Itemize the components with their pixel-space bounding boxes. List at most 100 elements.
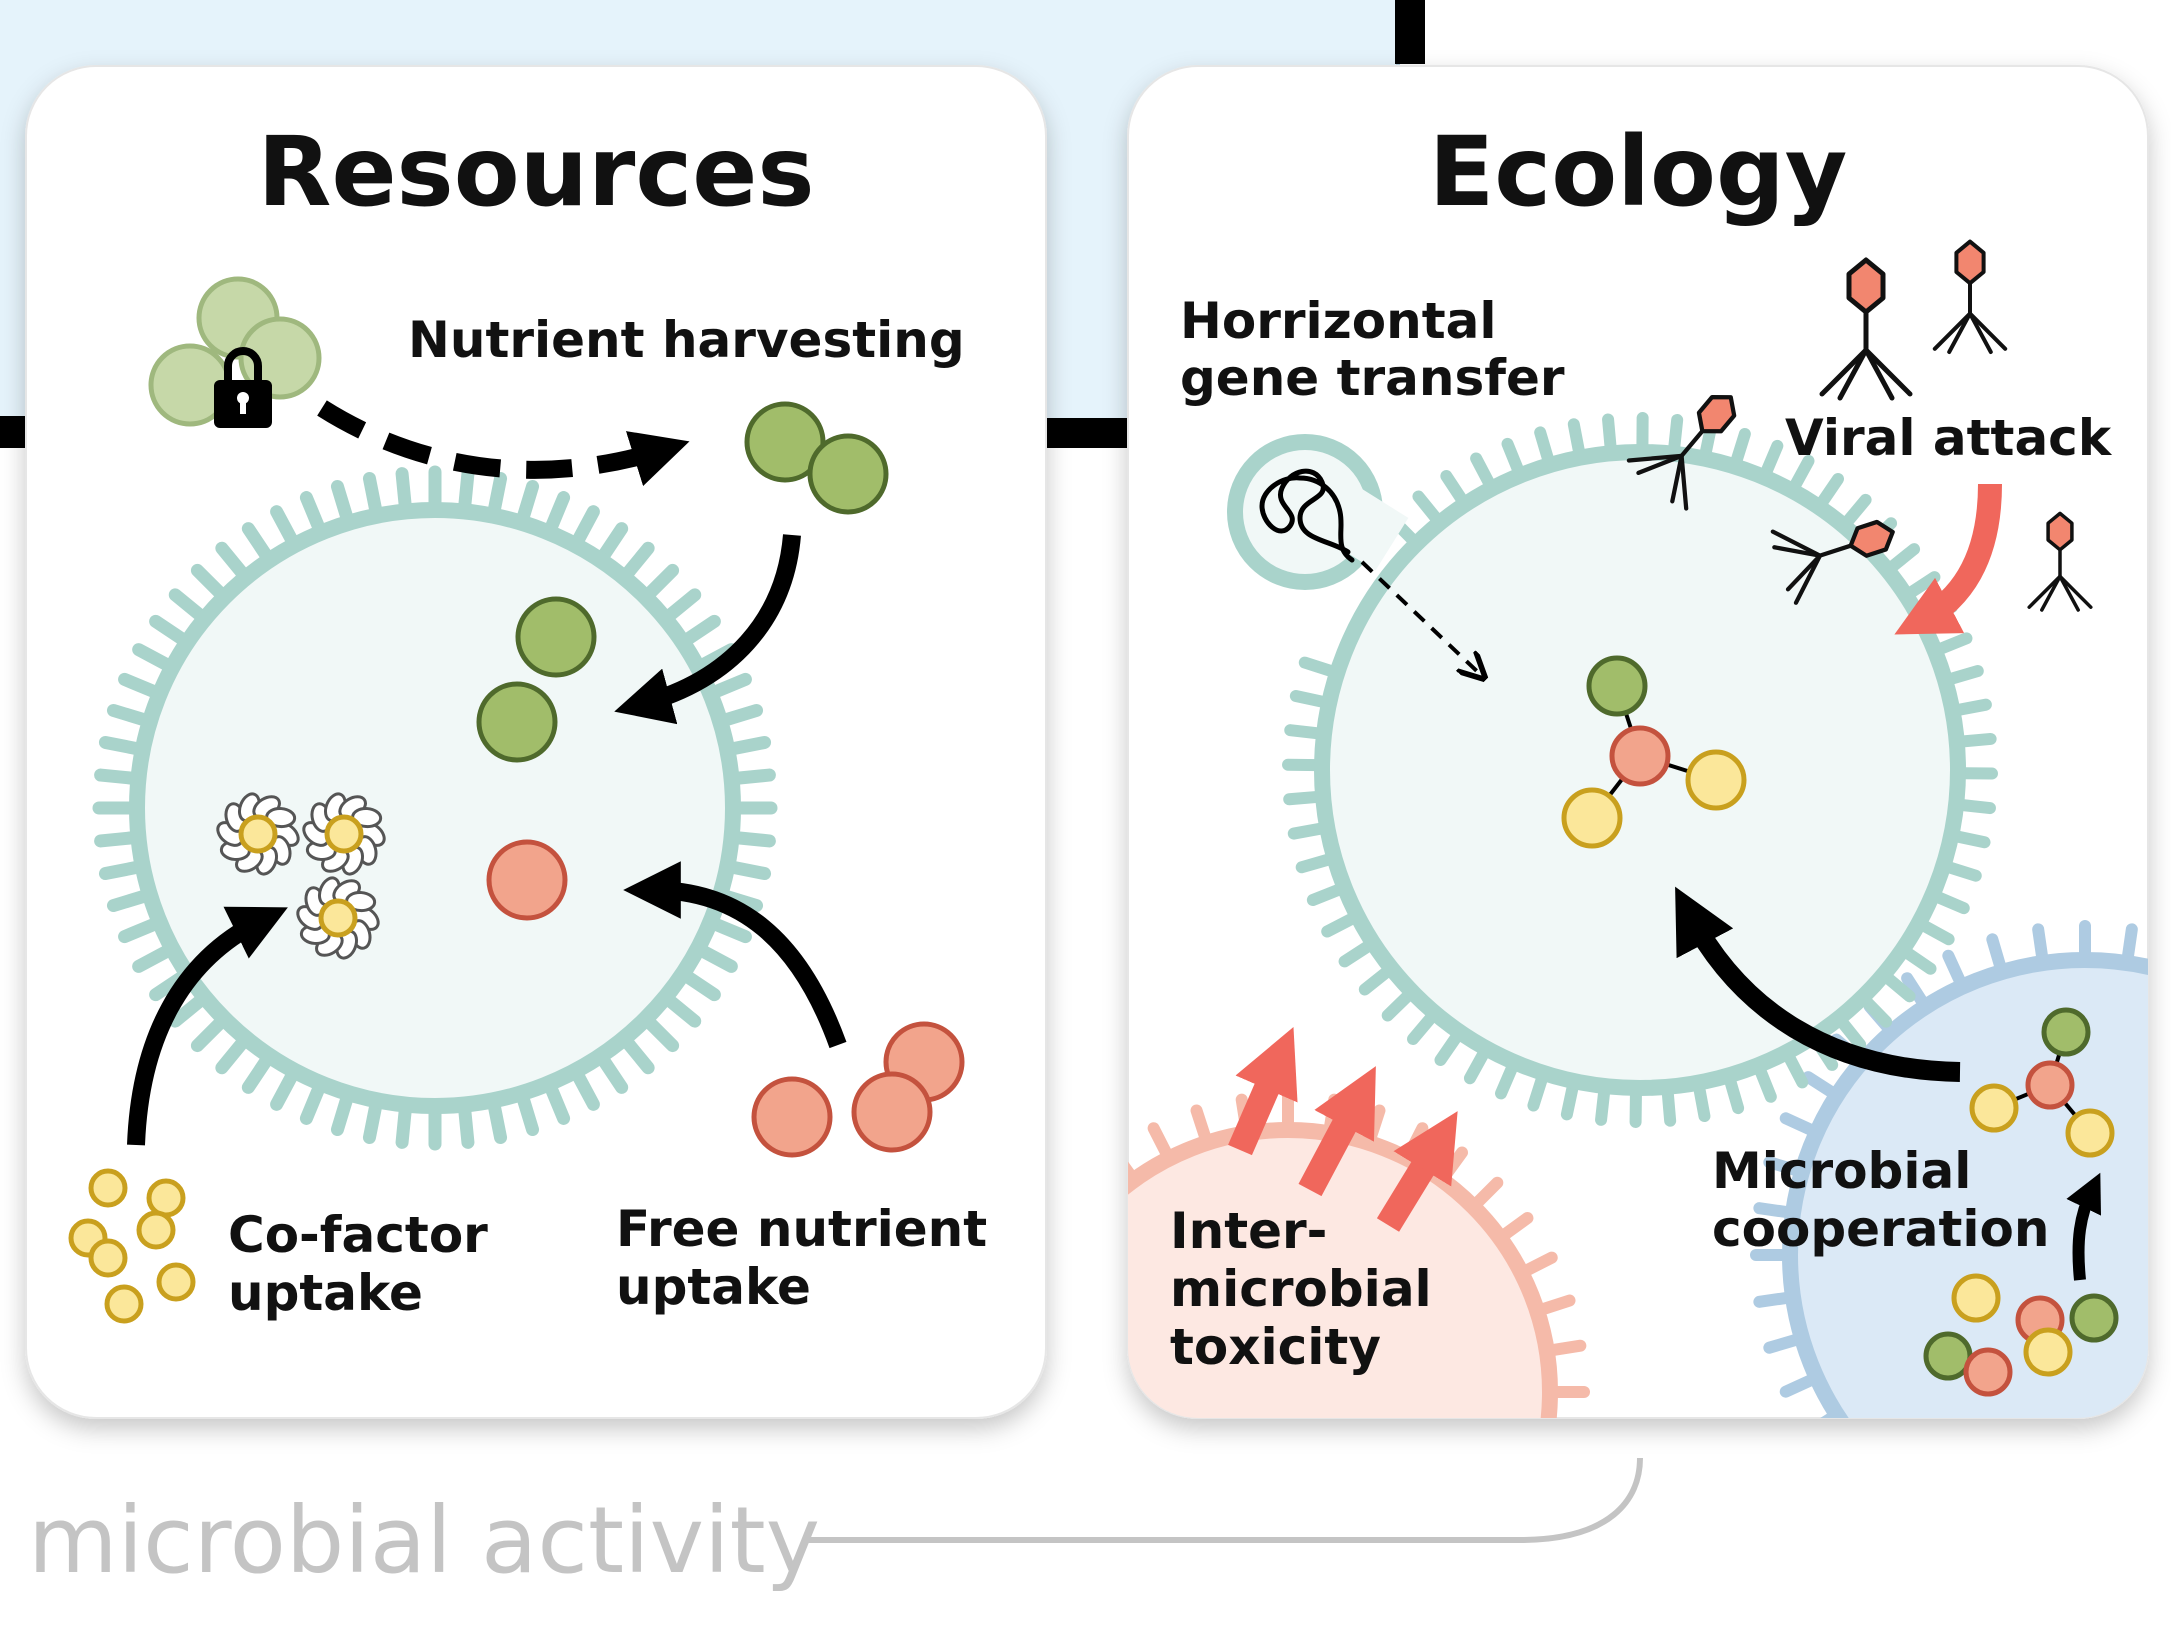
membrane-cilium (1907, 1498, 1929, 1532)
phage-leg (1863, 347, 1913, 397)
connector-bar-top (1395, 0, 1425, 64)
phage-icon (1770, 519, 1895, 605)
green-nutrient (1923, 1331, 1973, 1381)
yellow-cofactor (156, 1262, 196, 1302)
membrane-cilium (1114, 1599, 1138, 1628)
phage-tail (1679, 429, 1704, 458)
phage-leg (1636, 453, 1684, 476)
toxicity-label-line2: microbial (1170, 1260, 1432, 1318)
membrane-cilium (1438, 1599, 1462, 1628)
footer-bracket (806, 1457, 1643, 1543)
green-nutrient (2069, 1293, 2119, 1343)
footer: microbial activity (28, 1457, 1643, 1594)
yellow-cofactor (1951, 1273, 2001, 1323)
yellow-cofactor (318, 898, 358, 938)
phage-leg (1770, 529, 1823, 558)
filament-icon (216, 792, 300, 876)
toxicity-arrow (1228, 1027, 1298, 1156)
toxicity-arrow (1376, 1111, 1458, 1232)
viral-attack-label: Viral attack (1785, 409, 2113, 467)
membrane-cilium (1006, 1471, 1044, 1483)
membrane-cilium (996, 1432, 1036, 1438)
membrane-cilium (1404, 1620, 1422, 1628)
green-nutrient (2041, 1007, 2091, 1057)
yellow-cofactor (88, 1168, 128, 1208)
toxic-neighbor-cell (996, 1090, 1590, 1628)
phage-leg (1772, 545, 1823, 558)
toxicity-label-line1: Inter- (1170, 1202, 1327, 1260)
yellow-cofactor (2065, 1108, 2115, 1158)
hgt-arrow (1360, 560, 1482, 676)
membrane-cilium (1836, 1444, 1866, 1470)
membrane-cilium (2166, 1532, 2171, 1570)
toxicity-label-line3: toxicity (1170, 1318, 1381, 1376)
phage-leg (1932, 311, 1973, 351)
phage-icon (2027, 511, 2093, 612)
phage-leg (1863, 347, 1895, 401)
filament-icon (296, 876, 380, 960)
membrane-cilium (1992, 1532, 2003, 1570)
ecology-title: Ecology (1429, 116, 1848, 228)
phage-leg (2058, 574, 2093, 609)
membrane-cilium (2126, 1541, 2132, 1581)
phage-leg (2040, 574, 2062, 612)
green-nutrient (1586, 655, 1648, 717)
hgt-label-line2: gene transfer (1180, 349, 1565, 407)
phage-leg (1837, 347, 1869, 401)
phage-capsid (1954, 239, 1986, 286)
phage-leg (1819, 347, 1869, 397)
yellow-cofactor (104, 1284, 144, 1324)
free-nutrient-uptake-label-line1: Free nutrient (616, 1200, 987, 1258)
cofactor-complexes (216, 792, 386, 960)
phage-tail (1819, 543, 1852, 558)
toxic-cell-body (1128, 1122, 1558, 1418)
phage-leg (2058, 574, 2080, 612)
resources-cell (92, 465, 778, 1151)
membrane-cilium (1469, 1573, 1497, 1601)
green-nutrient (476, 681, 558, 763)
yellow-cofactor (1561, 787, 1623, 849)
phage-icon (1819, 257, 1913, 401)
yellow-cofactor (1685, 749, 1747, 811)
membrane-cilium (2166, 939, 2171, 977)
membrane-cilium (1079, 1183, 1107, 1211)
phage-leg (1967, 311, 1993, 355)
phage-icon (1626, 394, 1737, 511)
red-nutrient (2025, 1060, 2075, 1110)
membrane-cilium (1154, 1620, 1172, 1628)
connector-bar-middle (1040, 418, 1134, 448)
free-nutrient-uptake-label-line2: uptake (616, 1258, 811, 1316)
cooperation-arrow (1675, 886, 1961, 1082)
phage-icon (1932, 239, 2008, 355)
green-nutrient (515, 596, 597, 678)
yellow-cofactor (88, 1238, 128, 1278)
resources-panel: Resources Nutrient harvesting (25, 65, 1047, 1419)
cooperation-label-line1: Microbial (1712, 1142, 1971, 1200)
blue-cell-nutrients (1923, 1273, 2119, 1397)
phage-leg (1947, 311, 1973, 355)
yellow-cofactor (324, 814, 364, 854)
green-nutrient (744, 401, 826, 483)
ecology-neighbor-cells (996, 920, 2171, 1628)
viral-attack-arrow (1894, 483, 2002, 635)
footer-label: microbial activity (28, 1487, 820, 1594)
cooperation-molecule (1561, 655, 1747, 849)
membrane-cilium (1049, 1542, 1081, 1566)
red-nutrient (1963, 1347, 2013, 1397)
red-nutrient (851, 1071, 933, 1153)
phage-capsid (2046, 511, 2074, 552)
membrane-cilium (1541, 1432, 1581, 1438)
phage-leg (1626, 453, 1684, 463)
blue-cell-molecule (1969, 1007, 2115, 1158)
cofactor-uptake-arrow (127, 906, 288, 1146)
harvesting-arrow (317, 400, 690, 487)
membrane-cilium (1495, 1542, 1527, 1566)
harvest-uptake-arrow (614, 534, 801, 725)
locked-nutrients (148, 276, 322, 428)
green-nutrient (807, 433, 889, 515)
free-nutrient-uptake-arrow (623, 861, 847, 1049)
hgt-label-line1: Horrizontal (1180, 292, 1496, 350)
phage-leg (2027, 574, 2062, 609)
phage-leg (1967, 311, 2008, 351)
